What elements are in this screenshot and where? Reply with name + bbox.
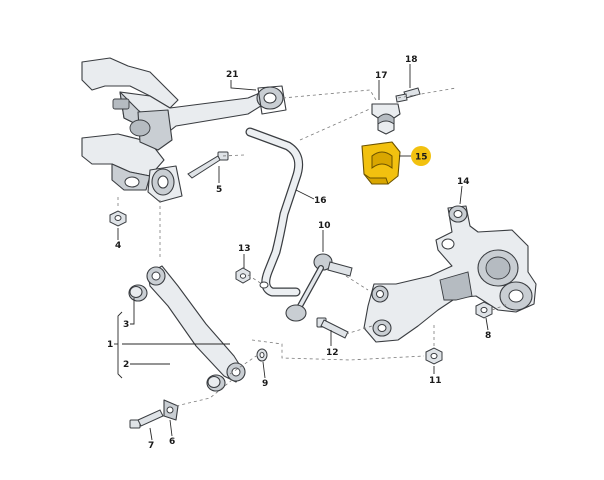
callout-12: 12: [326, 348, 339, 358]
callout-13: 13: [238, 244, 251, 254]
callout-16: 16: [314, 196, 327, 206]
callout-9: 9: [262, 379, 268, 389]
callout-3: 3: [123, 320, 129, 330]
callout-18: 18: [405, 55, 418, 65]
bushing-15-highlighted: [361, 141, 401, 185]
clamp-17: [371, 103, 401, 135]
callout-15: 15: [415, 153, 428, 163]
callout-1: 1: [107, 340, 113, 350]
nut-11: [425, 347, 443, 365]
bushing-3: [128, 284, 148, 302]
callout-17: 17: [375, 71, 388, 81]
callout-4: 4: [115, 241, 121, 251]
stabilizer-bar: [245, 127, 304, 297]
wheel-carrier: [363, 205, 537, 343]
callout-8: 8: [485, 331, 491, 341]
callout-7: 7: [148, 441, 154, 451]
callout-6: 6: [169, 437, 175, 447]
subframe: [81, 57, 287, 203]
callout-15-circle: [411, 146, 431, 166]
callout-10: 10: [318, 221, 331, 231]
callout-14: 14: [457, 177, 470, 187]
washer-9: [256, 348, 268, 362]
nut-8: [475, 301, 493, 319]
callouts: 21 17 18 15 14 16 5 4 13 10 12 8 11 9 6 …: [107, 55, 491, 451]
nut-13: [235, 267, 251, 284]
leader-lines: [114, 64, 489, 441]
bolt-5: [187, 151, 229, 179]
callout-11: 11: [429, 376, 442, 386]
callout-15-badge: 15: [411, 146, 431, 166]
eccentric-washer-6: [163, 399, 179, 421]
bolt-18: [395, 87, 421, 103]
bolt-12: [316, 317, 349, 339]
nut-4: [109, 210, 127, 227]
callout-5: 5: [216, 185, 222, 195]
bushing-2: [206, 374, 226, 392]
bolt-7: [129, 409, 164, 429]
assembly-lines: [117, 87, 509, 407]
callout-21: 21: [226, 70, 239, 80]
control-arm: [146, 265, 246, 383]
coupling-rod: [285, 253, 353, 322]
callout-2: 2: [123, 360, 129, 370]
